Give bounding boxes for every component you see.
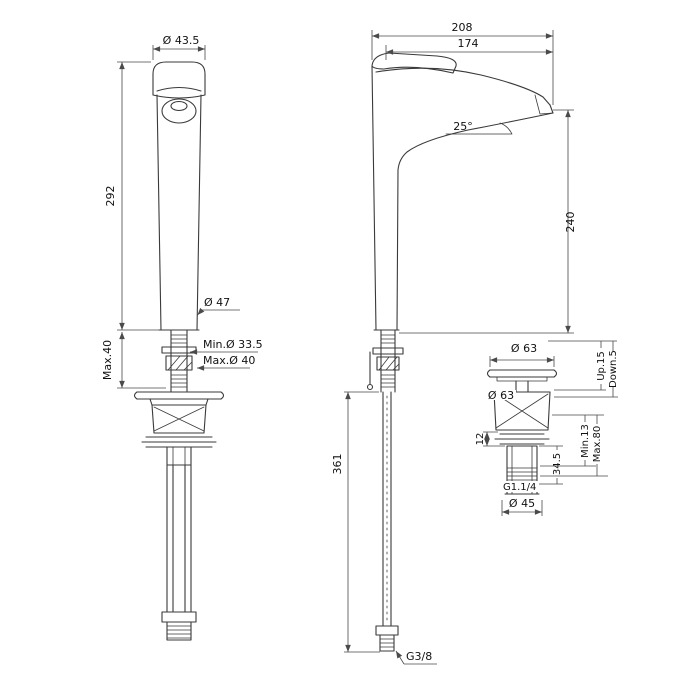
- dim-label-hose-length: 361: [331, 454, 344, 475]
- dim-label-total-depth: 208: [452, 21, 473, 34]
- dim-label-down-travel: Down.5: [608, 350, 619, 388]
- dim-label-hose-thread: G3/8: [406, 650, 432, 663]
- dim-label-hole-max: Max.Ø 40: [203, 354, 255, 367]
- dim-label-tail-length: 34.5: [552, 453, 563, 475]
- dim-label-spout-height: 240: [564, 212, 577, 233]
- dim-label-base-diameter: Ø 47: [204, 296, 230, 309]
- dim-label-drain-thread: G1.1/4: [503, 482, 536, 493]
- front-view-faucet: [152, 61, 206, 331]
- dim-label-deck-max: Max.80: [592, 426, 603, 463]
- dim-label-mount-max: Max.40: [101, 340, 114, 380]
- dim-label-flange-diameter: Ø 63: [511, 342, 537, 355]
- front-view-drain-assembly: [133, 391, 225, 641]
- side-view-dimensions: 208 174 25° 240 361 G3/8: [331, 21, 577, 665]
- dim-label-body-height: 292: [104, 186, 117, 207]
- dim-label-top-diameter: Ø 43.5: [163, 34, 200, 47]
- front-view-mounting-hardware: [161, 329, 197, 393]
- dim-label-up-travel: Up.15: [596, 351, 607, 381]
- front-view-dimensions: Ø 43.5 292 Max.40 Ø 47 Min.Ø 33.5 Max.Ø …: [101, 34, 263, 389]
- dim-label-tail-diameter: Ø 45: [509, 497, 535, 510]
- dim-label-hole-min: Min.Ø 33.5: [203, 338, 263, 351]
- dim-label-washer-height: 12: [475, 433, 486, 446]
- side-view-faucet: [371, 52, 554, 331]
- side-view-mounting-hardware: [366, 329, 404, 393]
- dim-label-spout-angle: 25°: [453, 120, 473, 133]
- dim-label-drain-body-diameter: Ø 63: [488, 389, 514, 402]
- side-view-supply-hose: [375, 391, 399, 652]
- drain-detail-dimensions: Ø 63 Ø 63 Up.15 Down.5 Min.13 Max.80 12 …: [475, 340, 619, 516]
- dim-label-spout-reach: 174: [458, 37, 479, 50]
- dim-label-deck-min: Min.13: [580, 424, 591, 458]
